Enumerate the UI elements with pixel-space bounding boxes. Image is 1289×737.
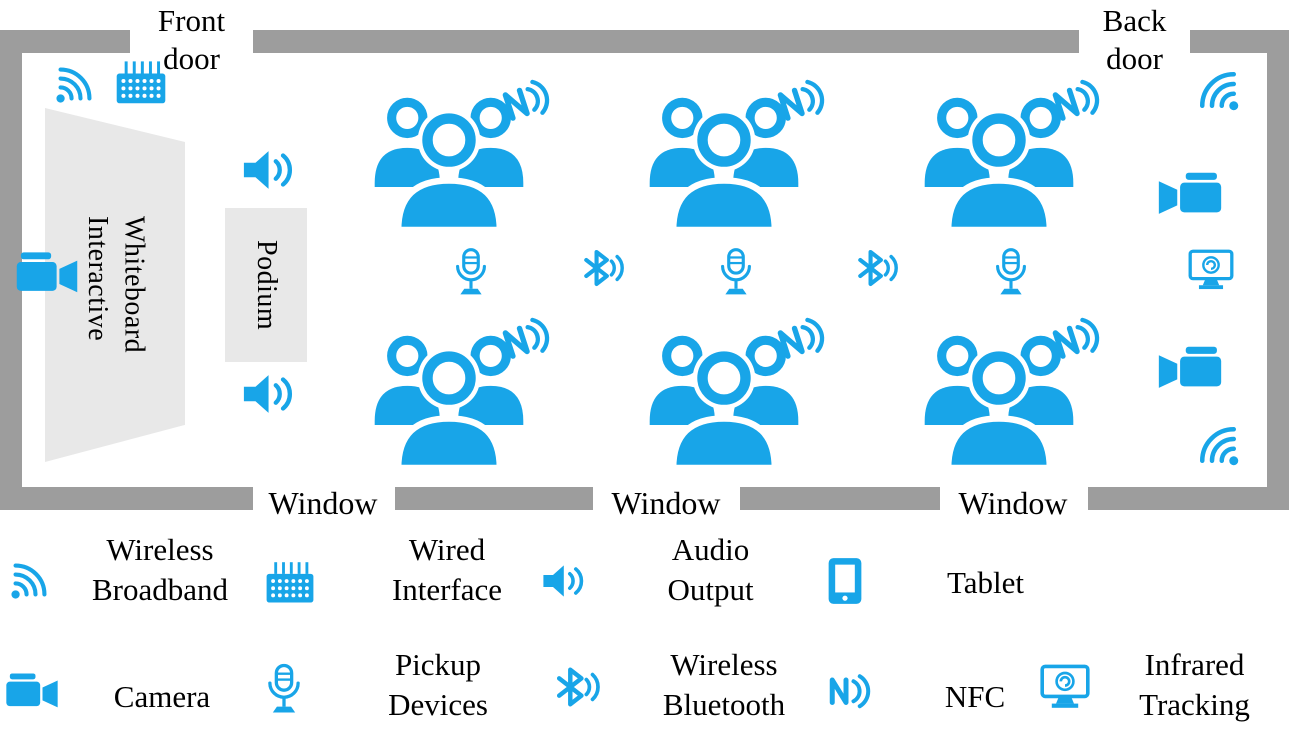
nfc-icon xyxy=(771,309,835,366)
back-door-label: Back door xyxy=(1079,2,1190,78)
nfc-icon xyxy=(496,309,560,366)
wireless-broadband-icon xyxy=(52,62,98,106)
wall-left xyxy=(0,30,22,510)
pickup-devices-icon xyxy=(264,662,304,716)
front-door-label: Front door xyxy=(130,2,253,78)
audio-output-icon xyxy=(241,370,299,418)
wireless-broadband-icon xyxy=(1193,66,1243,114)
pickup-device-icon xyxy=(992,246,1030,298)
wall-bottom-3 xyxy=(740,487,940,510)
audio-output-icon xyxy=(241,146,299,194)
window-label-3: Window xyxy=(958,485,1068,521)
audio-output-icon xyxy=(541,561,589,601)
legend-camera: Camera xyxy=(113,679,211,714)
wireless-broadband-icon xyxy=(1193,421,1243,469)
pickup-device-icon xyxy=(717,246,755,298)
attendee-group xyxy=(913,78,1108,230)
pickup-device-icon xyxy=(452,246,490,298)
front-door-line2: door xyxy=(163,40,220,76)
attendee-group xyxy=(638,78,833,230)
bluetooth-icon xyxy=(576,248,624,288)
tablet-icon xyxy=(827,556,863,606)
wall-bottom-1 xyxy=(0,487,253,510)
nfc-icon xyxy=(826,670,876,710)
legend-nfc: NFC xyxy=(944,679,1006,714)
window-label-1: Window xyxy=(268,485,378,521)
bluetooth-icon xyxy=(850,248,898,288)
front-door-line1: Front xyxy=(157,3,226,38)
wall-top-middle xyxy=(253,30,1079,53)
wired-interface-icon xyxy=(264,560,316,606)
infrared-tracking-icon xyxy=(1039,664,1091,712)
wall-top-right xyxy=(1190,30,1289,53)
legend-tablet: Tablet xyxy=(946,565,1024,600)
wifi-icon xyxy=(8,558,52,602)
infrared-tracking-icon xyxy=(1188,248,1234,294)
wired-interface-icon xyxy=(114,58,168,108)
camera-icon xyxy=(14,248,80,298)
window-label-2: Window xyxy=(611,485,721,521)
back-door-line2: door xyxy=(1106,40,1163,76)
camera-icon xyxy=(1156,342,1224,394)
nfc-icon xyxy=(496,71,560,128)
bluetooth-icon xyxy=(548,666,600,708)
interactive-whiteboard-label: Interactive Whiteboard xyxy=(82,216,150,354)
nfc-icon xyxy=(1046,309,1110,366)
wall-bottom-2 xyxy=(395,487,593,510)
camera-icon xyxy=(4,670,60,712)
attendee-group xyxy=(363,316,558,468)
nfc-icon xyxy=(771,71,835,128)
podium: Podium xyxy=(225,208,307,362)
attendee-group xyxy=(913,316,1108,468)
wall-right xyxy=(1267,30,1289,510)
wall-top-left xyxy=(0,30,130,53)
podium-label: Podium xyxy=(251,239,283,331)
nfc-icon xyxy=(1046,71,1110,128)
camera-icon xyxy=(1156,168,1224,220)
attendee-group xyxy=(363,78,558,230)
attendee-group xyxy=(638,316,833,468)
wall-bottom-4 xyxy=(1088,487,1289,510)
back-door-line1: Back xyxy=(1102,3,1167,38)
